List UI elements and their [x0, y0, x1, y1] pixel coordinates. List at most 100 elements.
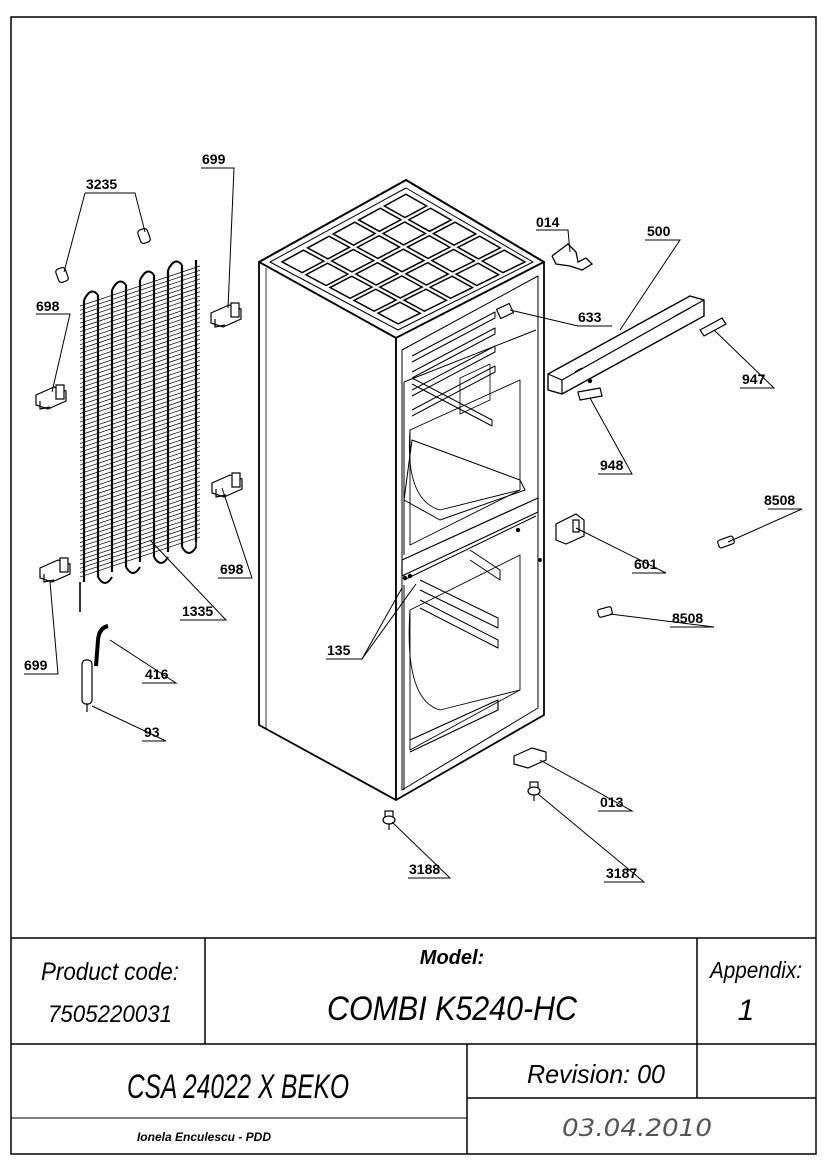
- coil-wire: [79, 527, 201, 569]
- revision: Revision: 00: [527, 1059, 666, 1089]
- coil-wire: [79, 304, 201, 346]
- coil-bend: [83, 290, 99, 301]
- coil-wire: [79, 398, 201, 440]
- coil-wire: [79, 454, 201, 496]
- top-grid-tile: [454, 262, 501, 287]
- label-500: 500: [647, 223, 671, 239]
- top-grid-tile: [430, 248, 476, 273]
- title-block-text: Product code: 7505220031 Model: COMBI K5…: [41, 947, 802, 1144]
- coil-wire: [79, 278, 201, 320]
- coil-wire: [79, 351, 201, 393]
- coil-wire: [79, 429, 201, 470]
- top-grid-tile: [352, 288, 398, 312]
- coil-wire: [79, 403, 201, 444]
- coil-wire: [79, 373, 201, 414]
- appendix-value: 1: [738, 994, 755, 1027]
- top-grid-tile: [376, 301, 422, 325]
- label-1335: 1335: [182, 603, 213, 619]
- coil-wire: [79, 312, 201, 354]
- coil-wire: [79, 291, 201, 333]
- appendix-label: Appendix:: [708, 957, 802, 983]
- leader-lines: [24, 167, 803, 883]
- top-grid-tile: [431, 221, 478, 246]
- coil-wire: [79, 355, 201, 397]
- label-93: 93: [144, 724, 160, 740]
- coil-wire: [79, 343, 201, 384]
- top-grid: [280, 193, 527, 325]
- small-parts: [35, 227, 735, 830]
- coil-wire: [79, 321, 201, 363]
- coil-wire: [79, 330, 201, 371]
- coil-wire: [79, 381, 201, 423]
- coil-wire: [79, 459, 201, 500]
- model-value: COMBI K5240-HC: [327, 990, 577, 1028]
- label-3235: 3235: [86, 176, 117, 192]
- model-label: Model:: [420, 947, 484, 969]
- coil-wire: [79, 287, 201, 328]
- coil-wire: [79, 282, 201, 324]
- coil-wire: [79, 368, 201, 410]
- coil-wire: [79, 476, 201, 518]
- coil-wire: [79, 394, 201, 436]
- coil-wire: [79, 484, 201, 526]
- coil-bend: [153, 556, 169, 564]
- label-698-right: 698: [220, 561, 244, 577]
- coil-wire: [79, 467, 201, 509]
- label-3188: 3188: [409, 861, 440, 877]
- coil-wire: [79, 480, 201, 522]
- cabinet-drawing: [258, 179, 545, 801]
- coil-wire: [79, 347, 201, 389]
- coil-wire: [79, 269, 201, 311]
- label-8508-lower: 8508: [672, 610, 703, 626]
- top-grid-tile: [380, 248, 426, 273]
- coil-wire: [79, 364, 201, 406]
- coil-wire: [79, 463, 201, 505]
- coil-wire: [79, 519, 201, 561]
- coil-bend: [97, 576, 113, 584]
- coil-wire: [79, 493, 201, 535]
- coil-wire: [79, 265, 201, 307]
- label-699-top: 699: [202, 151, 226, 167]
- top-grid-tile: [428, 275, 475, 300]
- coil-wire: [79, 325, 201, 367]
- coil-wire: [79, 295, 201, 337]
- coil-wire: [79, 497, 201, 539]
- coil-wire: [79, 377, 201, 419]
- label-948: 948: [600, 457, 624, 473]
- label-699-bottom: 699: [24, 657, 48, 673]
- coil-wire: [79, 510, 201, 552]
- label-014: 014: [536, 214, 560, 230]
- coil-wire: [79, 386, 201, 427]
- label-135: 135: [327, 642, 351, 658]
- coil-wire: [79, 489, 201, 530]
- top-grid-tile: [405, 234, 452, 260]
- coil-bend: [125, 566, 141, 574]
- top-grid-tile: [304, 262, 350, 287]
- label-416: 416: [145, 666, 169, 682]
- label-947: 947: [742, 371, 766, 387]
- coil-wire: [79, 523, 201, 565]
- coil-bend: [139, 270, 155, 281]
- coil-wire: [79, 532, 201, 573]
- coil-wire: [79, 300, 201, 341]
- part-labels: 3235 699 698 014 500 633 947 948 8508 60…: [24, 151, 795, 881]
- top-grid-tile: [306, 235, 352, 260]
- top-grid-tile: [480, 249, 527, 274]
- coil-wire: [79, 506, 201, 548]
- label-698-left: 698: [36, 298, 60, 314]
- label-013: 013: [600, 794, 624, 810]
- coil-wire: [79, 308, 201, 350]
- label-8508-upper: 8508: [764, 492, 795, 508]
- coil-wire: [79, 424, 201, 466]
- coil-wire: [79, 334, 201, 376]
- coil-wire: [79, 338, 201, 380]
- coil-wire: [79, 360, 201, 401]
- coil-wire: [79, 472, 201, 513]
- top-grid-tile: [381, 221, 427, 246]
- author: Ionela Enculescu - PDD: [137, 1130, 271, 1144]
- coil-wire: [79, 317, 201, 358]
- top-grid-tile: [357, 207, 403, 233]
- document-number: CSA 24022 X BEKO: [127, 1068, 349, 1106]
- coil-wire: [79, 390, 201, 432]
- coil-wire: [79, 446, 201, 487]
